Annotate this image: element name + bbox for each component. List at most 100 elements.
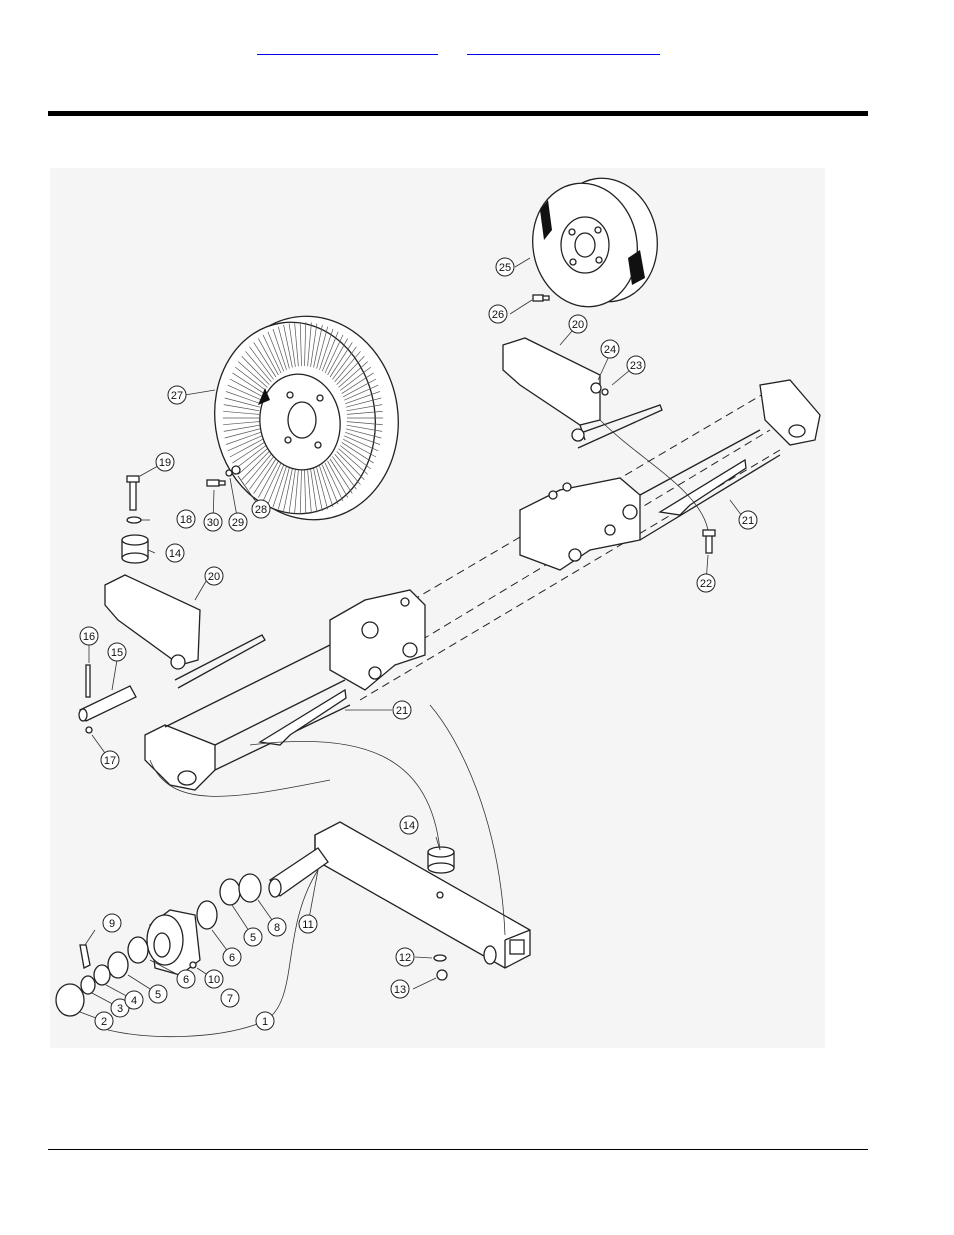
tire-27 [214,315,399,521]
callout-c9: 9 [102,913,122,933]
lock-washer-29 [225,469,233,477]
tire-tread-line [313,468,323,512]
tire-tread-line [345,397,382,408]
rim-25 [532,177,658,308]
callout-label: 28 [255,504,267,516]
callout-label: 16 [83,631,95,643]
cup-6b [196,900,218,930]
callout-label: 20 [572,319,584,331]
callout-label: 11 [302,919,313,931]
tire-tread-line [332,456,357,490]
tire-tread-line [336,451,365,480]
callout-label: 3 [117,1003,123,1015]
tire-tread-line [346,404,383,412]
tire-tread-line [310,469,318,513]
callout-label: 30 [207,517,219,529]
callout-circle [267,917,287,937]
tire-tread-line [324,334,344,374]
callout-c1: 1 [255,1011,275,1031]
callout-label: 6 [229,952,235,964]
tire-tread-line [344,435,379,452]
callout-label: 13 [394,984,406,996]
tire-tread-line [225,391,261,405]
callout-circle [600,339,620,359]
header-rule [48,111,868,116]
tire-tread-line [241,356,270,385]
callout-circle [220,988,240,1008]
callout-c20b: 20 [204,566,224,586]
tire-tread-line [338,361,368,388]
callout-c2: 2 [94,1011,114,1031]
tire-tread-line [224,397,261,408]
tire-tread-line [223,421,260,426]
callout-circle [626,355,646,375]
callout-c10: 10 [204,969,224,989]
callout-circle [102,913,122,933]
callout-c11: 11 [298,914,318,934]
callout-c17: 17 [100,750,120,770]
callout-c6a: 6 [176,969,196,989]
tire-tread-line [345,391,381,405]
callout-c22: 22 [696,573,716,593]
callout-label: 9 [109,918,115,930]
pin-15 [78,685,137,722]
callout-c27: 27 [167,385,187,405]
nav-link-previous[interactable] [257,40,438,55]
tire-tread-line [341,442,374,464]
callout-circle [204,969,224,989]
callout-label: 14 [403,820,415,832]
tire-tread-line [267,331,285,372]
callout-label: 26 [492,309,504,321]
rubber-pad-14a [121,534,149,564]
tire-tread-line [329,458,353,494]
tire-tread-line [262,334,282,374]
nav-link-next[interactable] [467,40,660,55]
callout-circle [176,969,196,989]
callout-circle [568,314,588,334]
callout-c21a: 21 [738,510,758,530]
tire-tread-line [229,378,263,398]
callout-label: 27 [171,390,183,402]
callout-c13: 13 [390,979,410,999]
tire-tread-line [232,372,265,394]
tire-tread-line [310,323,318,367]
callout-circle [107,642,127,662]
callout-label: 24 [604,344,616,356]
tire-tread-line [346,421,383,426]
tire-tread-line [332,346,357,380]
callout-circle [222,947,242,967]
tire-tread-line [340,445,372,470]
callout-c26: 26 [488,304,508,324]
callout-c12: 12 [395,947,415,967]
callout-c23: 23 [626,355,646,375]
callout-label: 12 [399,952,411,964]
callout-label: 8 [274,922,280,934]
callout-label: 5 [155,989,161,1001]
tire-tread-line [319,466,334,508]
callout-circle [204,566,224,586]
tire-tread-line [253,342,277,378]
callout-c21b: 21 [392,700,412,720]
callout-label: 22 [700,578,712,590]
callout-circle [395,947,415,967]
callout-circle [243,927,263,947]
callout-circle [298,914,318,934]
callout-label: 23 [630,360,642,372]
callout-c18: 18 [176,509,196,529]
tire-tread-line [343,378,377,398]
callout-c5b: 5 [243,927,263,947]
tire-tread-line [262,462,282,502]
cup-6a [127,936,149,964]
nut-28 [231,465,241,475]
callout-label: 29 [232,517,244,529]
callout-circle [165,543,185,563]
washer-4 [93,964,111,986]
tire-tread-line [234,366,266,391]
tire-tread-line [341,372,374,394]
tire-tread-line [232,442,265,464]
tire-tread-line [238,361,268,388]
callout-circle [100,750,120,770]
tire-tread-line [241,451,270,480]
cotter-16 [85,664,91,698]
tire-tread-line [234,445,266,470]
